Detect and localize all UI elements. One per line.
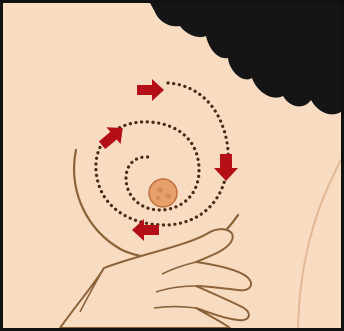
nipple [149, 179, 177, 207]
